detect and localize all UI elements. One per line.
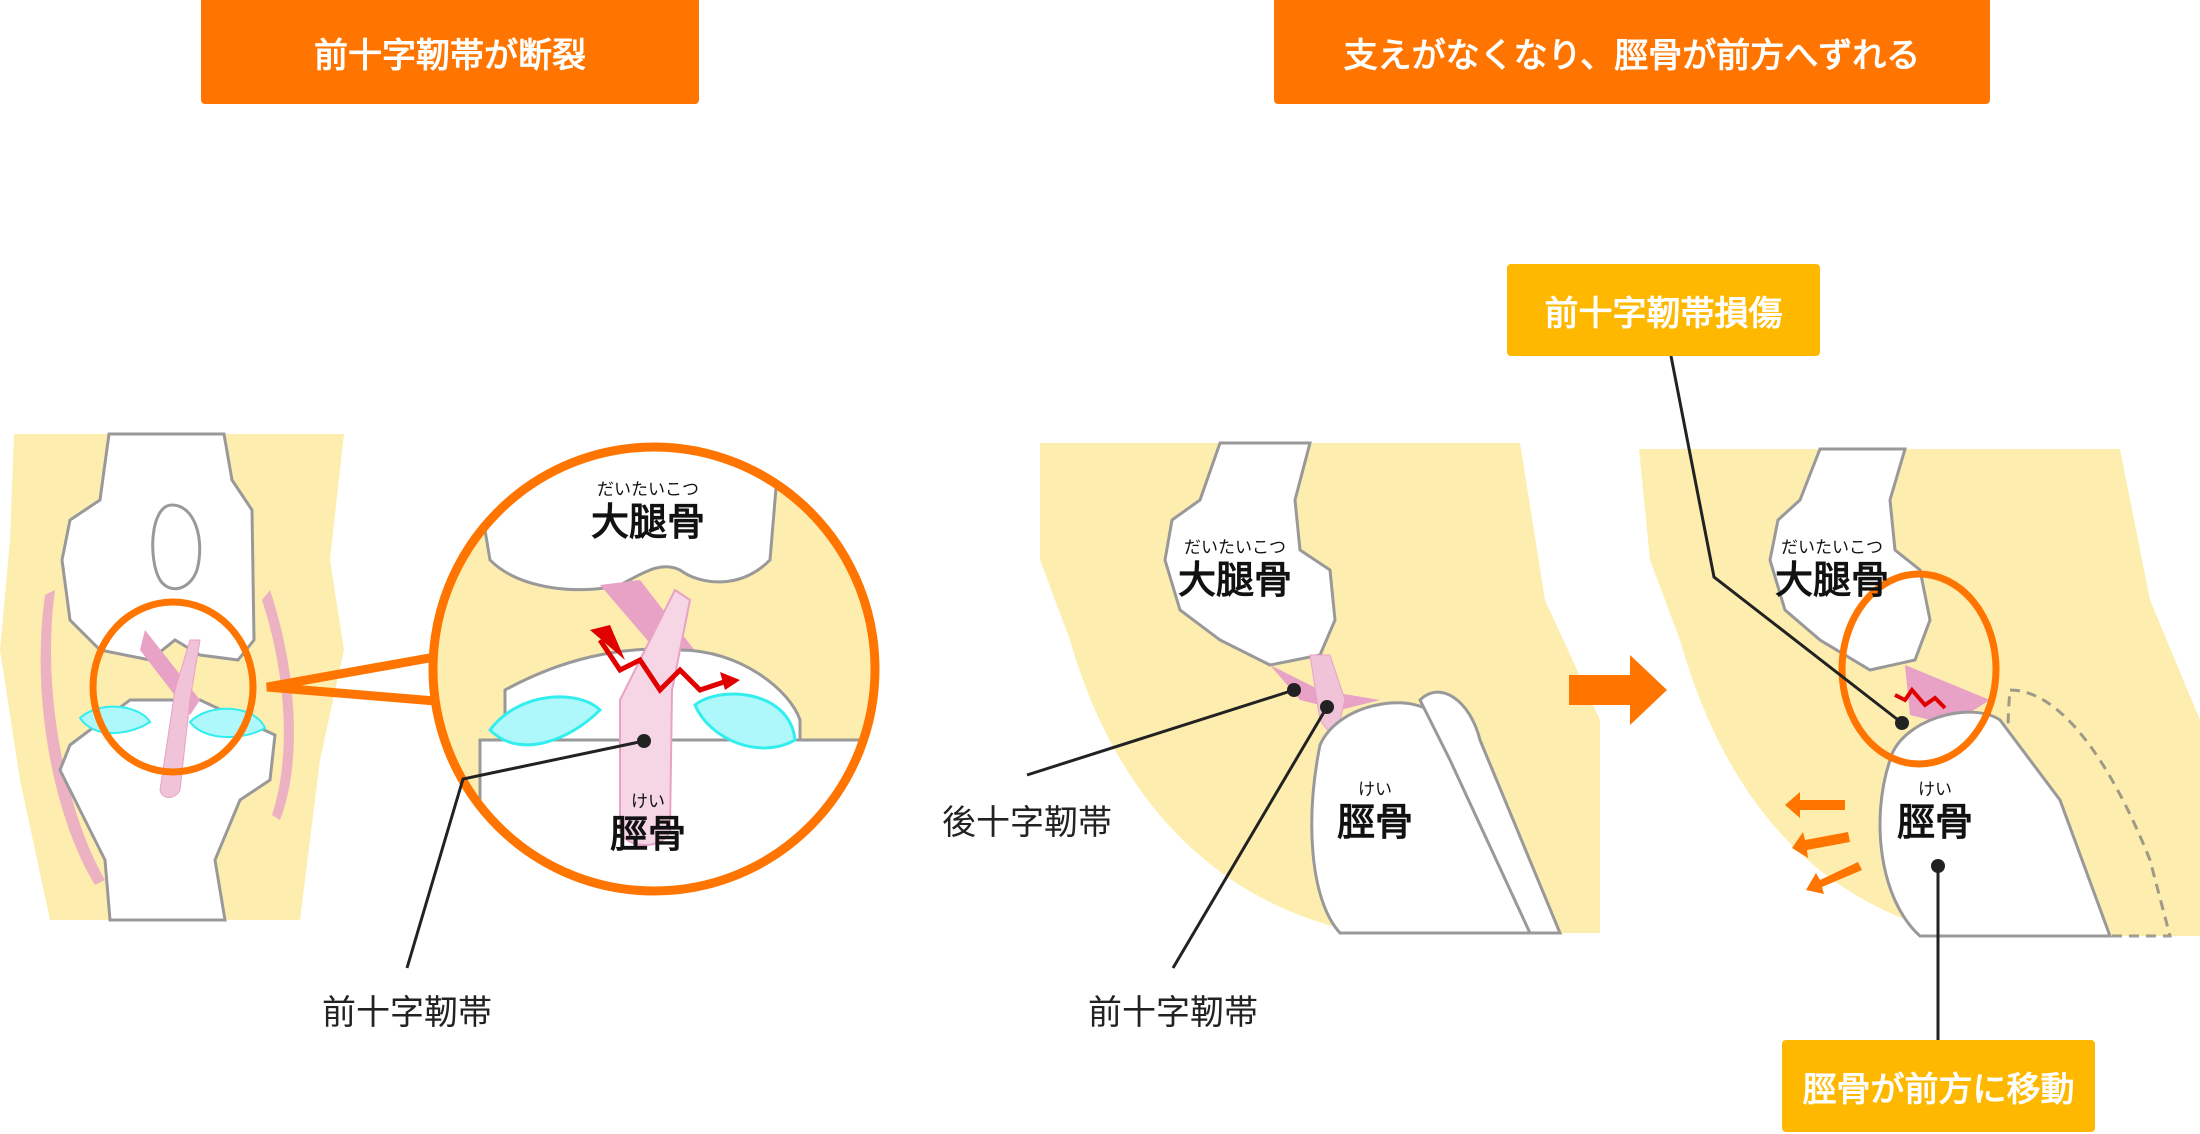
tibia-reading: けい: [630, 792, 665, 812]
right-arrow-icon: [1569, 655, 1667, 725]
tibia-name: 脛骨: [1336, 800, 1414, 844]
femur-label-middle: だいたいこつ 大腿骨: [1178, 538, 1292, 602]
acl-leader-line: [405, 739, 645, 969]
femur-reading: だいたいこつ: [1780, 538, 1883, 558]
femur-label-right: だいたいこつ 大腿骨: [1775, 538, 1889, 602]
tibia-reading: けい: [1917, 780, 1952, 800]
femur-reading: だいたいこつ: [596, 480, 699, 500]
femur-label-zoom: だいたいこつ 大腿骨: [591, 480, 705, 544]
tibia-shift-tag: 脛骨が前方に移動: [1782, 1040, 2095, 1132]
femur-name: 大腿骨: [1177, 558, 1293, 602]
injury-circle: [1838, 570, 2000, 768]
tibia-name: 脛骨: [609, 812, 687, 856]
acl-label-middle: 前十字靭帯: [1088, 993, 1258, 1033]
tibia-reading: けい: [1357, 780, 1392, 800]
side-knee-shifted: [1639, 355, 2200, 1040]
right-title-banner: 支えがなくなり、脛骨が前方へずれる: [1274, 0, 1990, 104]
front-knee-illustration: [0, 432, 440, 922]
acl-injury-tag: 前十字靭帯損傷: [1507, 264, 1820, 356]
forward-shift-arrows-icon: [1785, 792, 1862, 894]
pcl-label: 後十字靭帯: [942, 803, 1112, 843]
zoomed-acl-tear: [405, 442, 880, 969]
side-knee-normal: [1026, 441, 1600, 969]
femur-name: 大腿骨: [1774, 558, 1890, 602]
tibia-label-middle: けい 脛骨: [1337, 780, 1413, 844]
acl-label-left: 前十字靭帯: [322, 993, 492, 1033]
femur-reading: だいたいこつ: [1183, 538, 1286, 558]
tibia-name: 脛骨: [1896, 800, 1974, 844]
acl-leader-line-2: [1171, 706, 1329, 969]
zoom-circle-large: [428, 442, 880, 896]
zoom-circle-small: [89, 598, 257, 776]
tibia-label-right: けい 脛骨: [1897, 780, 1973, 844]
femur-name: 大腿骨: [590, 500, 706, 544]
pcl-leader-line: [1026, 688, 1295, 777]
left-title-banner: 前十字靭帯が断裂: [201, 0, 699, 104]
tibia-label-zoom: けい 脛骨: [610, 792, 686, 856]
